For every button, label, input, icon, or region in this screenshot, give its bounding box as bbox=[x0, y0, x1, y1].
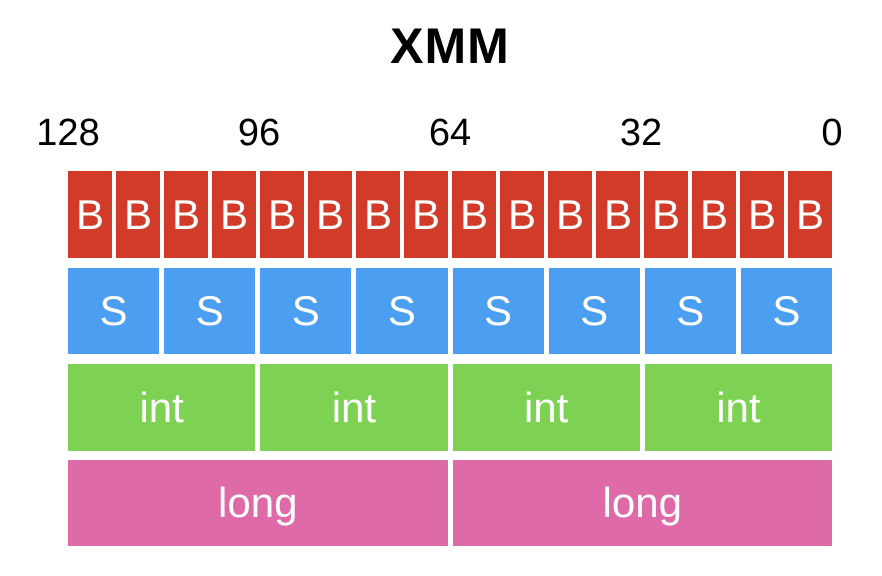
short-cell: S bbox=[164, 268, 256, 354]
short-row: S S S S S S S S bbox=[68, 268, 832, 354]
bit-scale: 128 96 64 32 0 bbox=[36, 110, 842, 156]
short-cell: S bbox=[644, 268, 736, 354]
byte-cell: B bbox=[644, 171, 688, 258]
short-cell: S bbox=[68, 268, 160, 354]
bit-label-32: 32 bbox=[619, 112, 663, 154]
diagram-title: XMM bbox=[390, 18, 510, 74]
byte-cell: B bbox=[212, 171, 256, 258]
long-cell: long bbox=[68, 460, 448, 546]
int-row: int int int int bbox=[68, 364, 832, 451]
bit-label-0: 0 bbox=[821, 112, 843, 154]
int-cell: int bbox=[452, 364, 640, 451]
int-cell: int bbox=[260, 364, 448, 451]
long-cell: long bbox=[452, 460, 832, 546]
byte-cell: B bbox=[692, 171, 736, 258]
byte-cell: B bbox=[260, 171, 304, 258]
byte-cell: B bbox=[308, 171, 352, 258]
byte-cell: B bbox=[548, 171, 592, 258]
int-cell: int bbox=[68, 364, 256, 451]
byte-cell: B bbox=[356, 171, 400, 258]
byte-cell: B bbox=[740, 171, 784, 258]
byte-cell: B bbox=[500, 171, 544, 258]
short-cell: S bbox=[260, 268, 352, 354]
short-cell: S bbox=[452, 268, 544, 354]
int-cell: int bbox=[644, 364, 832, 451]
byte-cell: B bbox=[452, 171, 496, 258]
long-row: long long bbox=[68, 460, 832, 546]
byte-row: B B B B B B B B B B B B B B B B bbox=[68, 171, 832, 258]
byte-cell: B bbox=[404, 171, 448, 258]
byte-cell: B bbox=[68, 171, 112, 258]
bit-label-96: 96 bbox=[237, 112, 281, 154]
short-cell: S bbox=[548, 268, 640, 354]
bit-label-64: 64 bbox=[428, 112, 472, 154]
bit-label-128: 128 bbox=[36, 112, 100, 154]
short-cell: S bbox=[740, 268, 832, 354]
short-cell: S bbox=[356, 268, 448, 354]
byte-cell: B bbox=[164, 171, 208, 258]
byte-cell: B bbox=[116, 171, 160, 258]
byte-cell: B bbox=[596, 171, 640, 258]
byte-cell: B bbox=[788, 171, 832, 258]
